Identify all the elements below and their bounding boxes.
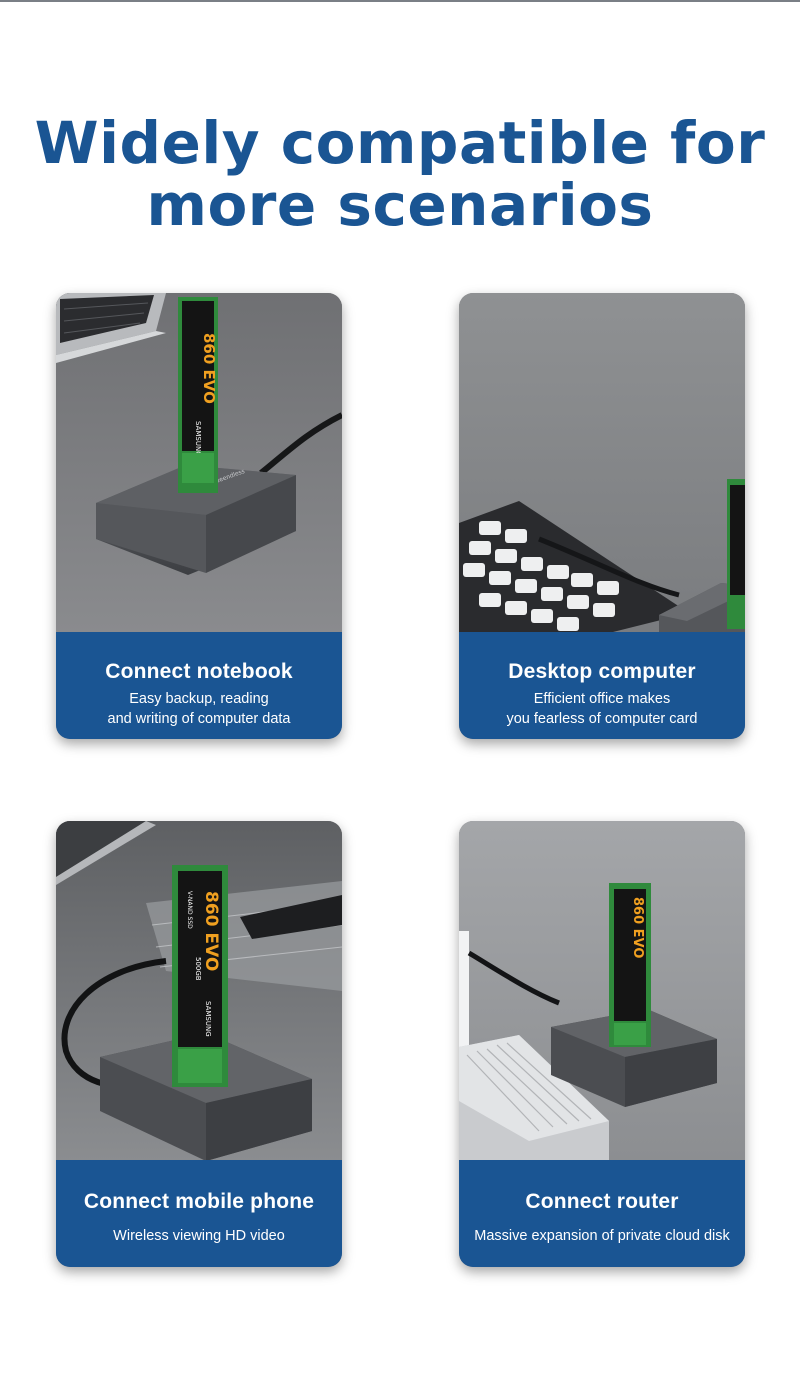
- card-title: Connect notebook: [105, 660, 293, 683]
- card-description: Wireless viewing HD video: [113, 1228, 285, 1244]
- card-desc-line: you fearless of computer card: [506, 711, 698, 727]
- card-title: Connect mobile phone: [83, 1190, 315, 1213]
- card-title: Connect router: [525, 1190, 679, 1213]
- scenario-card-notebook: Blueendless 860 EVO SAMSUNG Connect note…: [56, 293, 342, 739]
- desktop-caption: Desktop computer Efficient office makes …: [459, 632, 745, 739]
- card-description: Efficient office makes you fearless of c…: [459, 689, 745, 729]
- router-scene-image: 860 EVO: [459, 821, 745, 1161]
- router-caption: Connect router Massive expansion of priv…: [459, 1160, 745, 1267]
- scenario-card-router: 860 EVO Connect router Massive expansion…: [459, 821, 745, 1267]
- scenario-card-desktop: Desktop computer Efficient office makes …: [459, 293, 745, 739]
- ssd-model-text: 860 EVO: [201, 891, 221, 971]
- ssd-maker-text: SAMSUNG: [204, 1001, 212, 1037]
- ssd-capacity-text: 500GB: [194, 957, 202, 981]
- mobile-scene-image: 860 EVO V-NAND SSD 500GB SAMSUNG: [56, 821, 342, 1161]
- desktop-scene-image: [459, 293, 745, 633]
- card-description: Massive expansion of private cloud disk: [474, 1228, 730, 1244]
- scenario-card-mobile: 860 EVO V-NAND SSD 500GB SAMSUNG Connect…: [56, 821, 342, 1267]
- card-desc-line: Easy backup, reading: [129, 691, 269, 707]
- ssd-model-text: 860 EVO: [630, 897, 645, 958]
- mobile-caption: Connect mobile phone Wireless viewing HD…: [56, 1160, 342, 1267]
- ssd-brand-line-text: V-NAND SSD: [186, 891, 193, 929]
- card-title: Desktop computer: [508, 660, 696, 683]
- card-description: Easy backup, reading and writing of comp…: [56, 689, 342, 729]
- ssd-maker-text: SAMSUNG: [194, 421, 202, 457]
- headline-line-2: more scenarios: [146, 171, 654, 239]
- ssd-model-text: 860 EVO: [200, 333, 218, 404]
- top-divider: [0, 0, 800, 2]
- card-desc-line: Efficient office makes: [533, 691, 671, 707]
- headline-line-1: Widely compatible for: [34, 109, 766, 177]
- notebook-caption: Connect notebook Easy backup, reading an…: [56, 632, 342, 739]
- card-desc-line: and writing of computer data: [107, 711, 291, 727]
- page-headline: Widely compatible for more scenarios: [0, 112, 800, 236]
- notebook-scene-image: Blueendless 860 EVO SAMSUNG: [56, 293, 342, 633]
